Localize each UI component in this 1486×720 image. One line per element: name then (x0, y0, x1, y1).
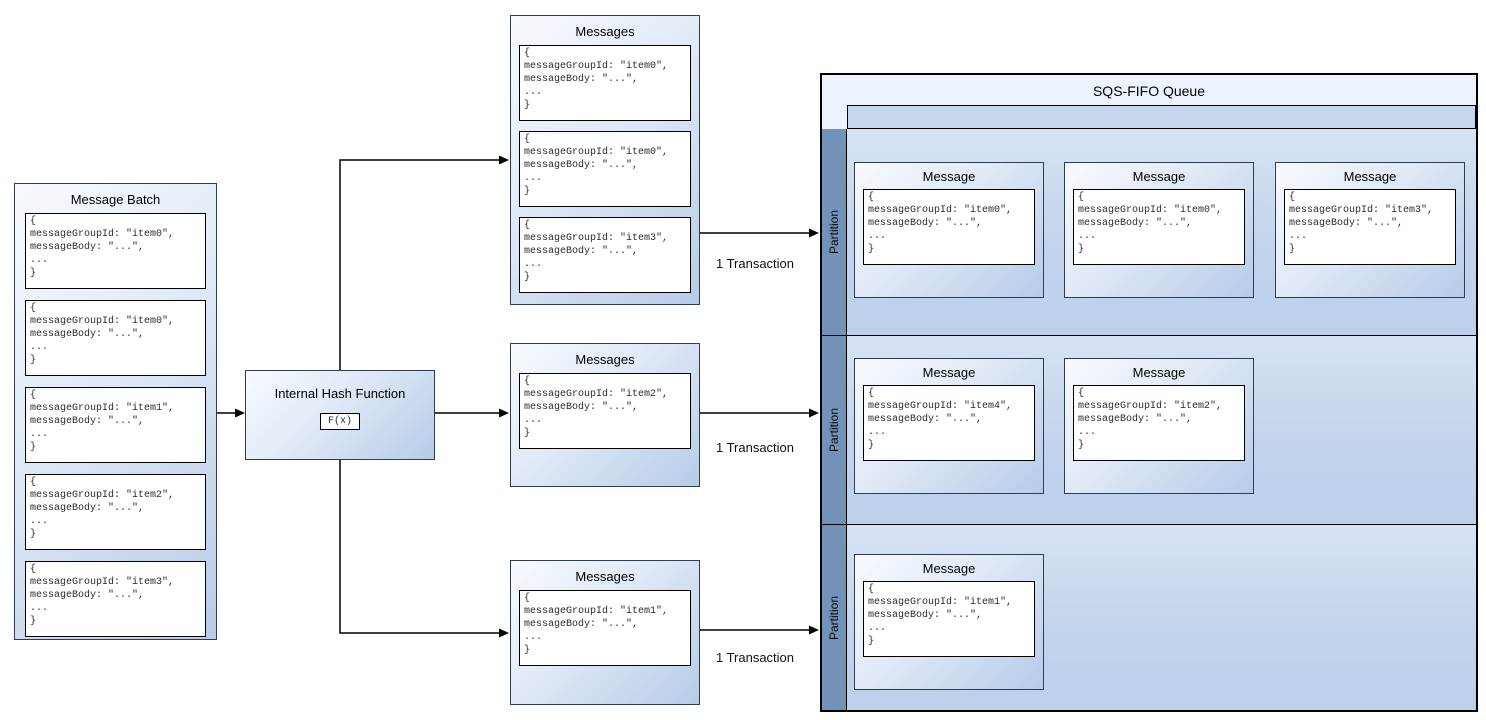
message-card: Message { messageGroupId: "item1", messa… (854, 554, 1044, 690)
batch-code-block-3: { messageGroupId: "item1", messageBody: … (25, 387, 206, 463)
partition-lane-1-content: Message { messageGroupId: "item0", messa… (847, 129, 1476, 335)
messages-group-2-title: Messages (575, 352, 635, 367)
message-card-code: { messageGroupId: "item4", messageBody: … (863, 385, 1035, 461)
message-card-code: { messageGroupId: "item2", messageBody: … (1073, 385, 1245, 461)
message-card-code: { messageGroupId: "item0", messageBody: … (1073, 189, 1245, 265)
message-card: Message { messageGroupId: "item0", messa… (1064, 162, 1254, 298)
messages-group-1-code-2: { messageGroupId: "item0", messageBody: … (519, 131, 691, 207)
batch-code-block-1: { messageGroupId: "item0", messageBody: … (25, 213, 206, 289)
messages-group-3-box: Messages { messageGroupId: "item1", mess… (510, 560, 700, 705)
batch-code-block-2: { messageGroupId: "item0", messageBody: … (25, 300, 206, 376)
fx-label: F(x) (319, 413, 360, 430)
partition-strip-3: Partition (822, 525, 847, 710)
message-card-title: Message (922, 365, 976, 380)
batch-code-block-5: { messageGroupId: "item3", messageBody: … (25, 561, 206, 637)
message-card: Message { messageGroupId: "item3", messa… (1275, 162, 1465, 298)
messages-group-1-title: Messages (575, 24, 635, 39)
messages-group-3-code-1: { messageGroupId: "item1", messageBody: … (519, 590, 691, 666)
partition-label-1: Partition (827, 209, 841, 255)
message-batch-box: Message Batch { messageGroupId: "item0",… (14, 183, 217, 640)
message-card-code: { messageGroupId: "item0", messageBody: … (863, 189, 1035, 265)
partition-lane-2-content: Message { messageGroupId: "item4", messa… (847, 336, 1476, 524)
internal-hash-function-box: Internal Hash Function F(x) (245, 370, 435, 460)
message-card: Message { messageGroupId: "item0", messa… (854, 162, 1044, 298)
partition-lane-1: Partition Message { messageGroupId: "ite… (822, 129, 1476, 335)
hash-function-title: Internal Hash Function (274, 386, 406, 401)
arrow-hash-to-messages-top (339, 155, 509, 370)
batch-code-block-4: { messageGroupId: "item2", messageBody: … (25, 474, 206, 550)
sqs-fifo-queue-box: SQS-FIFO Queue Partition Message { messa… (820, 73, 1478, 712)
queue-title: SQS-FIFO Queue (1092, 83, 1206, 99)
message-card-title: Message (922, 169, 976, 184)
messages-group-1-code-1: { messageGroupId: "item0", messageBody: … (519, 45, 691, 121)
arrow-hash-to-messages-bottom (339, 460, 509, 638)
partition-label-3: Partition (827, 595, 841, 640)
partition-strip-1: Partition (822, 129, 847, 335)
transaction-label-2: 1 Transaction (715, 440, 795, 455)
messages-group-1-box: Messages { messageGroupId: "item0", mess… (510, 15, 700, 305)
message-card: Message { messageGroupId: "item4", messa… (854, 358, 1044, 494)
message-card-title: Message (1132, 365, 1186, 380)
message-card-title: Message (1343, 169, 1397, 184)
partition-lane-3: Partition Message { messageGroupId: "ite… (822, 524, 1476, 710)
transaction-label-3: 1 Transaction (715, 650, 795, 665)
queue-header-band (847, 105, 1476, 129)
message-batch-title: Message Batch (70, 192, 161, 207)
message-card: Message { messageGroupId: "item2", messa… (1064, 358, 1254, 494)
partition-strip-2: Partition (822, 336, 847, 524)
partition-label-2: Partition (827, 407, 841, 453)
partition-lane-2: Partition Message { messageGroupId: "ite… (822, 335, 1476, 524)
transaction-label-1: 1 Transaction (715, 256, 795, 271)
message-card-code: { messageGroupId: "item3", messageBody: … (1284, 189, 1456, 265)
messages-group-2-box: Messages { messageGroupId: "item2", mess… (510, 343, 700, 487)
message-card-title: Message (922, 561, 976, 576)
message-card-code: { messageGroupId: "item1", messageBody: … (863, 581, 1035, 657)
messages-group-2-code-1: { messageGroupId: "item2", messageBody: … (519, 373, 691, 449)
partition-lane-3-content: Message { messageGroupId: "item1", messa… (847, 525, 1476, 710)
messages-group-1-code-3: { messageGroupId: "item3", messageBody: … (519, 217, 691, 293)
messages-group-3-title: Messages (575, 569, 635, 584)
message-card-title: Message (1132, 169, 1186, 184)
